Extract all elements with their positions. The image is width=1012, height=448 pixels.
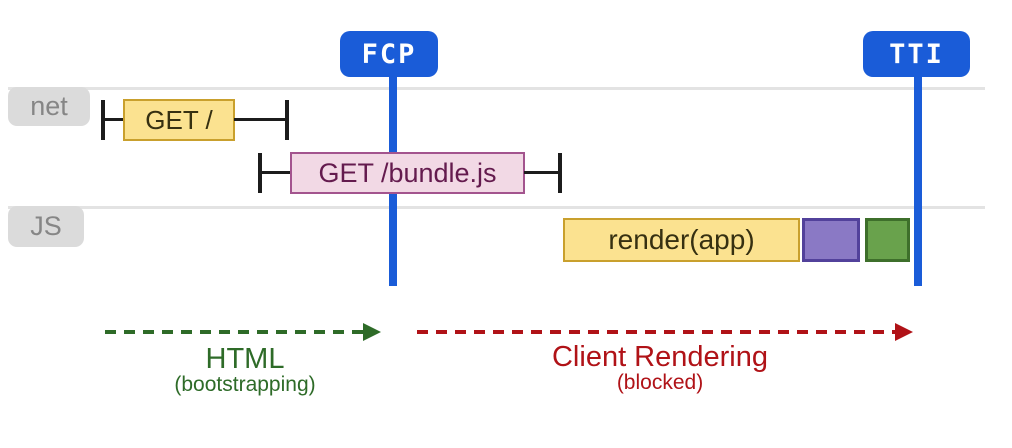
fcp-badge: FCP <box>340 31 438 77</box>
get-root-end-tick <box>285 100 289 140</box>
client-rendering-phase-arrowhead-icon <box>895 323 913 341</box>
get-bundle-end-tick <box>558 153 562 193</box>
get-root-right-connector <box>234 118 287 121</box>
html-phase-subtitle: (bootstrapping) <box>174 373 316 397</box>
get-bundle-right-connector <box>524 171 560 174</box>
html-phase-dashed-arrow <box>105 330 363 334</box>
client-rendering-phase-subtitle: (blocked) <box>616 371 704 395</box>
html-phase-arrowhead-icon <box>363 323 381 341</box>
client-rendering-phase-caption: Client Rendering (blocked) <box>460 342 860 394</box>
get-bundle-left-connector <box>260 171 292 174</box>
html-phase-title: HTML <box>205 343 285 375</box>
js-task-block-green <box>865 218 910 262</box>
tti-badge: TTI <box>863 31 970 77</box>
js-track-line <box>8 206 985 209</box>
render-app-span: render(app) <box>563 218 800 262</box>
js-track-label: JS <box>8 206 84 247</box>
net-track-label: net <box>8 87 90 126</box>
render-app-span-label: render(app) <box>608 224 755 255</box>
get-root-span-label: GET / <box>145 104 213 135</box>
net-track-label-text: net <box>30 91 68 121</box>
fcp-badge-text: FCP <box>361 38 417 70</box>
tti-marker-line <box>914 77 922 286</box>
net-track-line <box>8 87 985 90</box>
get-bundle-span: GET /bundle.js <box>290 152 525 194</box>
js-track-label-text: JS <box>30 211 62 241</box>
get-bundle-span-label: GET /bundle.js <box>318 157 497 188</box>
get-root-left-connector <box>103 118 125 121</box>
html-phase-caption: HTML (bootstrapping) <box>105 344 385 396</box>
client-rendering-phase-title: Client Rendering <box>551 341 768 373</box>
client-rendering-phase-dashed-arrow <box>417 330 895 334</box>
js-task-block-purple <box>802 218 860 262</box>
tti-badge-text: TTI <box>889 38 944 70</box>
get-root-span: GET / <box>123 99 235 141</box>
